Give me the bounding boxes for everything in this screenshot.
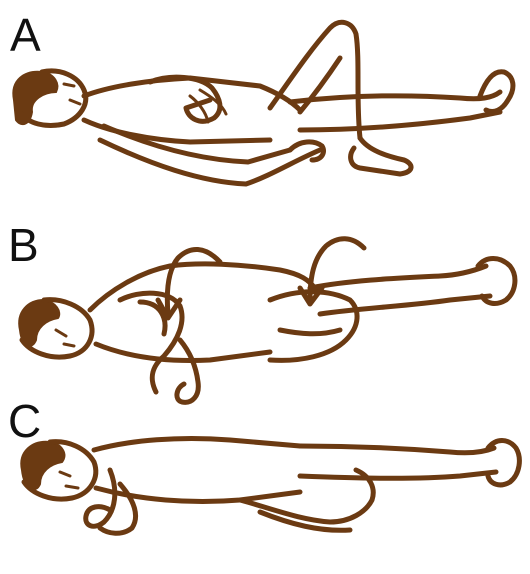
figure-c-straight-leg	[300, 446, 496, 478]
figure-a-straight-leg	[290, 92, 500, 130]
figure-a	[13, 22, 513, 184]
figure-a-raised-foot	[351, 138, 411, 174]
figure-b-hair	[19, 300, 59, 346]
figure-a-raised-leg	[270, 22, 360, 138]
figure-c-arm-under-cheek	[86, 470, 115, 526]
figure-c-hair	[21, 442, 64, 489]
figure-c	[21, 438, 519, 533]
figure-a-hair	[13, 72, 57, 124]
figure-b-straight-leg	[310, 266, 490, 314]
figure-b	[19, 239, 515, 403]
figure-b-torso	[90, 264, 316, 361]
figure-a-far-arm	[150, 77, 220, 121]
figure-b-lower-arm	[177, 340, 198, 402]
